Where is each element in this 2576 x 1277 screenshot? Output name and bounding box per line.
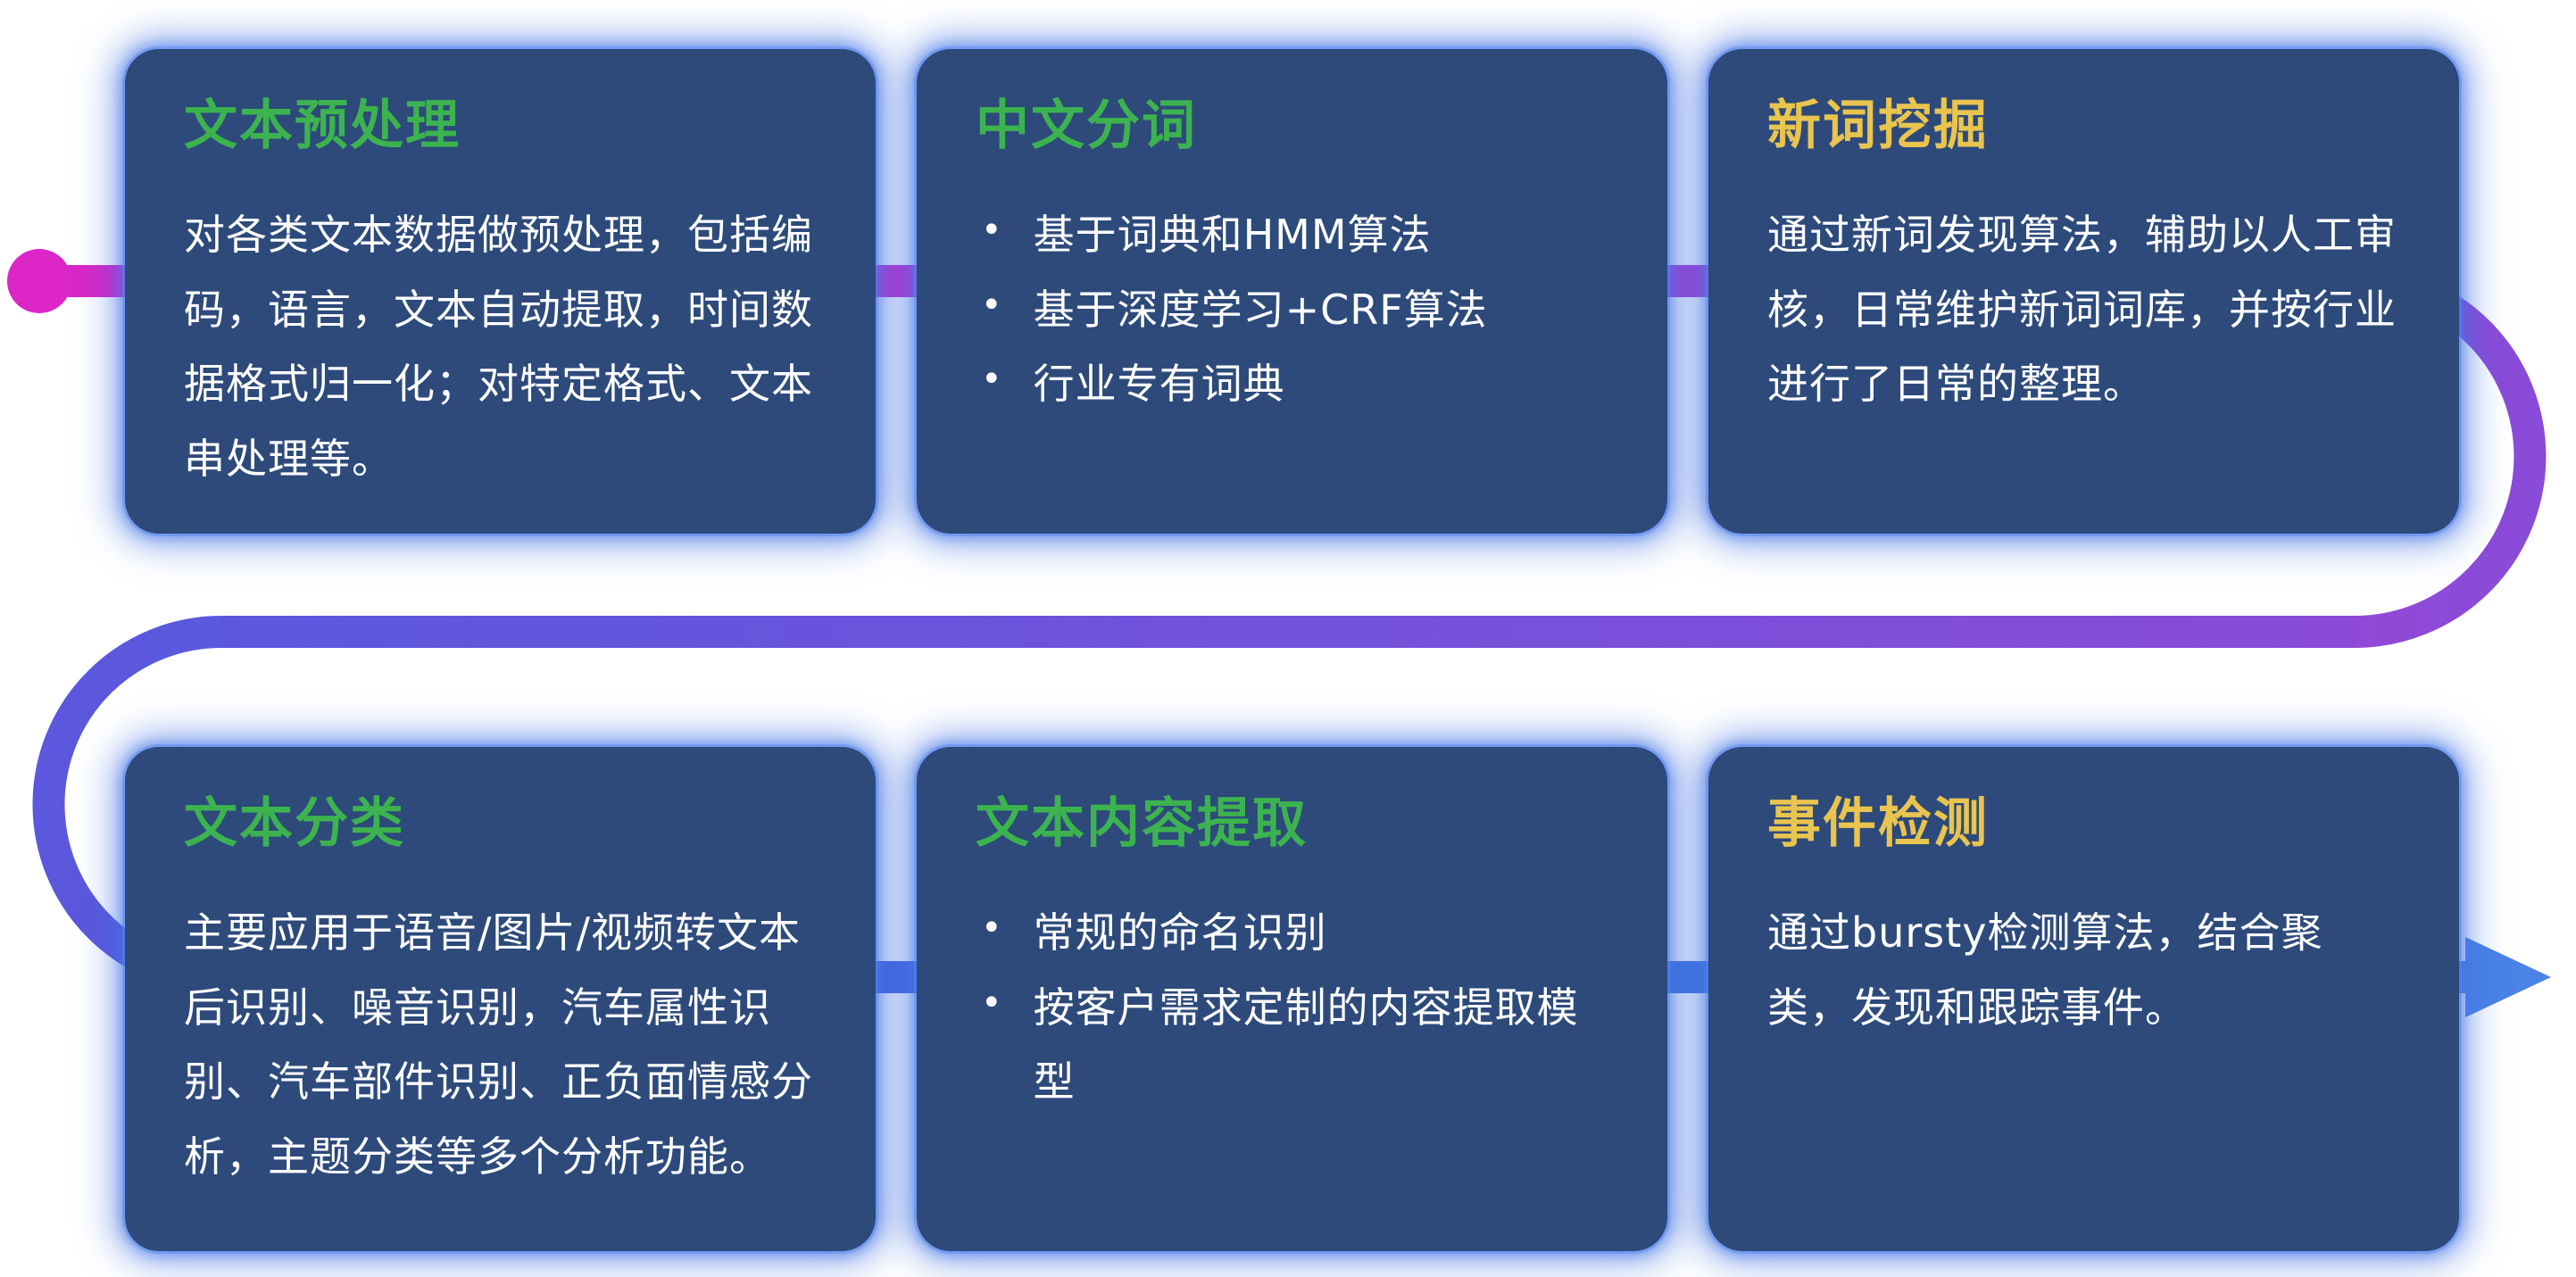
- bullet-list: • 基于词典和HMM算法 • 基于深度学习+CRF算法 • 行业专有词典: [976, 198, 1608, 422]
- card-new-word-mining: 新词挖掘 通过新词发现算法，辅助以人工审核，日常维护新词词库，并按行业进行了日常…: [1708, 49, 2459, 534]
- bullet-text: 基于深度学习+CRF算法: [1033, 285, 1488, 334]
- bullet-text: 基于词典和HMM算法: [1033, 211, 1432, 259]
- card-text-preprocessing: 文本预处理 对各类文本数据做预处理，包括编码，语言，文本自动提取，时间数据格式归…: [125, 49, 876, 534]
- flow-end-arrow-icon: [2465, 937, 2551, 1017]
- card-event-detection: 事件检测 通过bursty检测算法，结合聚类，发现和跟踪事件。: [1708, 747, 2459, 1251]
- card-text-classification: 文本分类 主要应用于语音/图片/视频转文本后识别、噪音识别，汽车属性识别、汽车部…: [125, 747, 876, 1251]
- bullet-list: • 常规的命名识别 • 按客户需求定制的内容提取模型: [976, 896, 1608, 1120]
- flow-start-dot-icon: [7, 249, 71, 313]
- bullet-item: • 基于深度学习+CRF算法: [976, 273, 1608, 348]
- card-chinese-word-segmentation: 中文分词 • 基于词典和HMM算法 • 基于深度学习+CRF算法 • 行业专有词…: [917, 49, 1667, 534]
- bullet-item: • 行业专有词典: [976, 347, 1608, 422]
- card-text-content-extraction: 文本内容提取 • 常规的命名识别 • 按客户需求定制的内容提取模型: [917, 747, 1667, 1251]
- bullet-dot-icon: •: [981, 359, 1003, 401]
- bullet-dot-icon: •: [981, 210, 1003, 251]
- card-title: 文本分类: [184, 792, 405, 855]
- card-body: 主要应用于语音/图片/视频转文本后识别、噪音识别，汽车属性识别、汽车部件识别、正…: [184, 908, 813, 1182]
- card-body: 对各类文本数据做预处理，包括编码，语言，文本自动提取，时间数据格式归一化；对特定…: [184, 211, 813, 484]
- bullet-item: • 按客户需求定制的内容提取模型: [976, 971, 1608, 1120]
- bullet-text: 按客户需求定制的内容提取模型: [1033, 983, 1579, 1107]
- card-title: 新词挖掘: [1767, 95, 1989, 157]
- bullet-dot-icon: •: [981, 908, 1003, 949]
- card-body: 通过bursty检测算法，结合聚类，发现和跟踪事件。: [1767, 908, 2323, 1032]
- bullet-item: • 基于词典和HMM算法: [976, 198, 1608, 273]
- bullet-item: • 常规的命名识别: [976, 896, 1608, 971]
- card-title: 中文分词: [976, 95, 1197, 157]
- card-body: 通过新词发现算法，辅助以人工审核，日常维护新词词库，并按行业进行了日常的整理。: [1767, 211, 2397, 409]
- card-title: 文本内容提取: [976, 792, 1308, 855]
- bullet-text: 行业专有词典: [1033, 360, 1285, 409]
- card-title: 事件检测: [1767, 792, 1989, 855]
- card-title: 文本预处理: [184, 95, 461, 157]
- bullet-dot-icon: •: [981, 982, 1003, 1024]
- bullet-text: 常规的命名识别: [1033, 908, 1327, 957]
- bullet-dot-icon: •: [981, 284, 1003, 326]
